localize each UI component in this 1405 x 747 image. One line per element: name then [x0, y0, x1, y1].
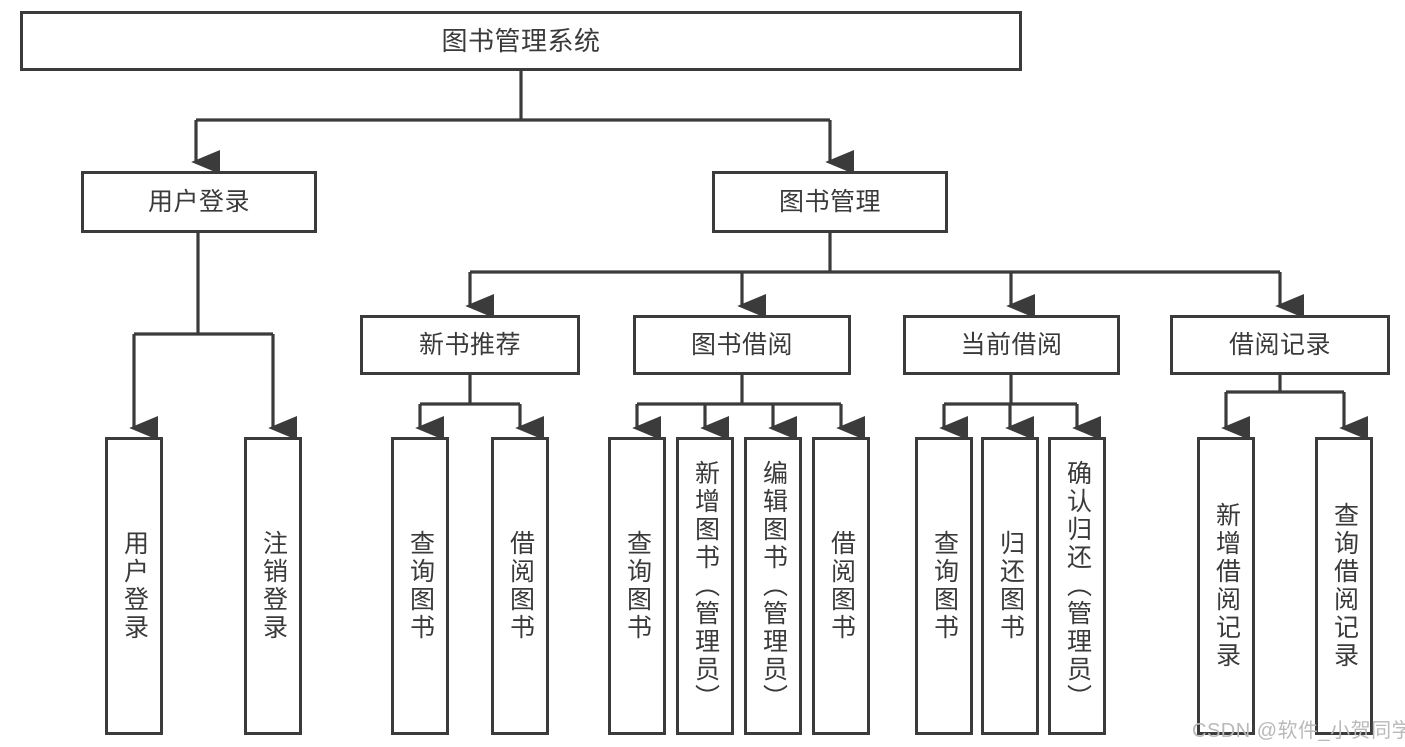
- node-leaf-return-book[interactable]: 归还图书: [981, 437, 1039, 735]
- node-book-borrow[interactable]: 图书借阅: [633, 315, 851, 375]
- node-label: 图书管理: [778, 187, 881, 216]
- node-current-borrow[interactable]: 当前借阅: [903, 315, 1120, 375]
- node-label: 图书借阅: [690, 330, 793, 359]
- node-label: 借阅图书: [506, 530, 535, 642]
- node-leaf-edit-book-admin[interactable]: 编辑图书（管理员）: [744, 437, 802, 735]
- node-leaf-borrow-book-recommend[interactable]: 借阅图书: [491, 437, 549, 735]
- node-new-book-recommend[interactable]: 新书推荐: [360, 315, 580, 375]
- node-label: 注销登录: [259, 530, 288, 642]
- node-label: 查询图书: [623, 530, 652, 642]
- node-label: 用户登录: [120, 530, 149, 642]
- node-book-management[interactable]: 图书管理: [712, 171, 948, 233]
- node-leaf-add-borrow-record[interactable]: 新增借阅记录: [1197, 437, 1255, 735]
- node-label: 编辑图书（管理员）: [759, 460, 788, 712]
- node-leaf-add-book-admin[interactable]: 新增图书（管理员）: [676, 437, 734, 735]
- node-label: 查询图书: [930, 530, 959, 642]
- node-leaf-query-book-recommend[interactable]: 查询图书: [391, 437, 449, 735]
- node-label: 借阅记录: [1228, 330, 1331, 359]
- node-label: 借阅图书: [827, 530, 856, 642]
- node-root-book-management-system[interactable]: 图书管理系统: [20, 11, 1022, 71]
- csdn-watermark: CSDN @软件_小贺同学: [1192, 720, 1405, 742]
- node-user-login[interactable]: 用户登录: [81, 171, 317, 233]
- node-label: 当前借阅: [960, 330, 1063, 359]
- node-label: 新书推荐: [418, 330, 521, 359]
- node-leaf-confirm-return-admin[interactable]: 确认归还（管理员）: [1048, 437, 1106, 735]
- node-leaf-borrow-book[interactable]: 借阅图书: [812, 437, 870, 735]
- node-label: 用户登录: [147, 187, 250, 216]
- node-leaf-logout[interactable]: 注销登录: [244, 437, 302, 735]
- node-leaf-query-book-current[interactable]: 查询图书: [915, 437, 973, 735]
- node-label: 归还图书: [996, 530, 1025, 642]
- node-label: 查询图书: [406, 530, 435, 642]
- node-leaf-query-borrow-record[interactable]: 查询借阅记录: [1315, 437, 1373, 735]
- node-label: 新增借阅记录: [1212, 502, 1241, 670]
- node-leaf-query-book-borrow[interactable]: 查询图书: [608, 437, 666, 735]
- node-label: 确认归还（管理员）: [1063, 460, 1092, 712]
- node-label: 新增图书（管理员）: [691, 460, 720, 712]
- node-label: 查询借阅记录: [1330, 502, 1359, 670]
- node-leaf-user-login[interactable]: 用户登录: [105, 437, 163, 735]
- node-borrow-records[interactable]: 借阅记录: [1170, 315, 1390, 375]
- node-label: 图书管理系统: [441, 25, 601, 56]
